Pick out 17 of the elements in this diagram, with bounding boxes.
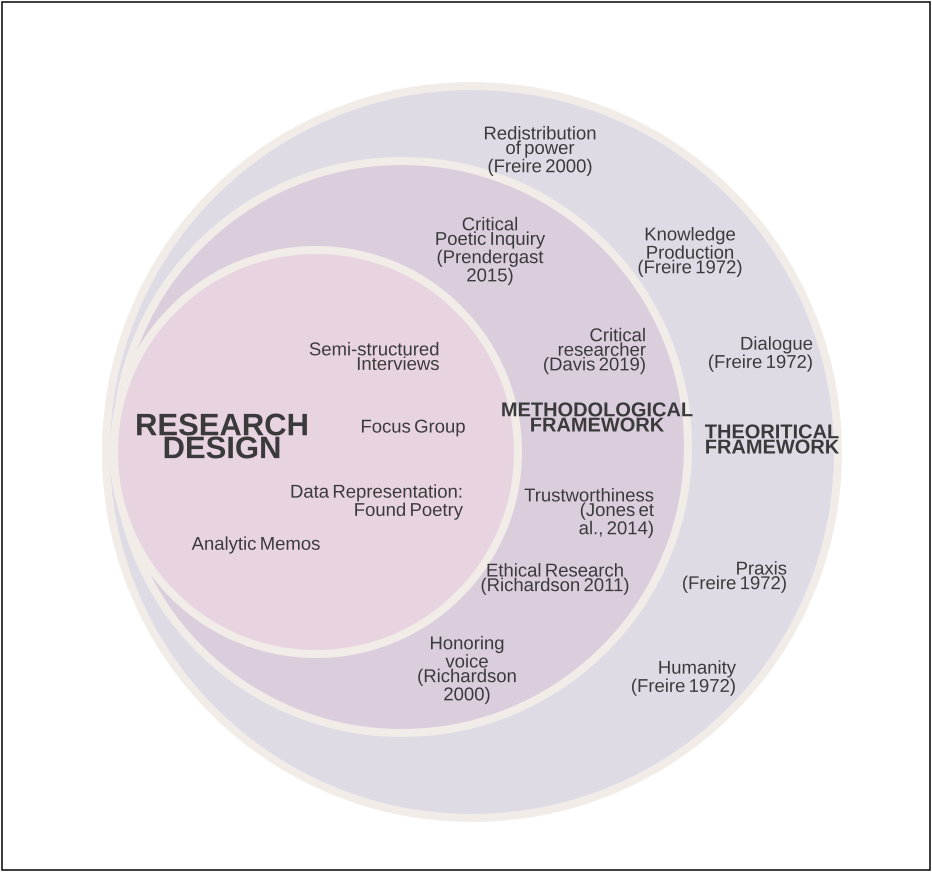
concept-label: Honoring voice (Richardson 2000) (418, 636, 516, 704)
concept-label: Trustworthiness (Jones et al., 2014) (524, 488, 654, 538)
concept-label: Praxis (Freire 1972) (683, 561, 786, 593)
concept-label: Humanity (Freire 1972) (632, 660, 736, 696)
concept-label: Focus Group (362, 420, 465, 436)
framework-heading: METHODOLOGICAL FRAMEWORK (502, 402, 692, 432)
concept-label: Data Representation: Found Poetry (292, 484, 463, 520)
concept-label: Redistribution of power (Freire 2000) (484, 126, 596, 176)
framework-heading: RESEARCH DESIGN (137, 414, 307, 458)
concept-label: Semi-structured Interviews (310, 342, 439, 370)
concept-label: Critical researcher (Davis 2019) (544, 328, 646, 374)
concept-label: Knowledge Production (Freire 1972) (638, 226, 742, 278)
concept-label: Ethical Research (Richardson 2011) (482, 563, 628, 595)
framework-heading: THEORITICAL FRAMEWORK (705, 424, 840, 454)
concept-label: Dialogue (Freire 1972) (709, 336, 812, 372)
concept-label: Critical Poetic Inquiry (Prendergast 2015) (436, 216, 546, 286)
concept-label: Analytic Memos (192, 536, 320, 554)
